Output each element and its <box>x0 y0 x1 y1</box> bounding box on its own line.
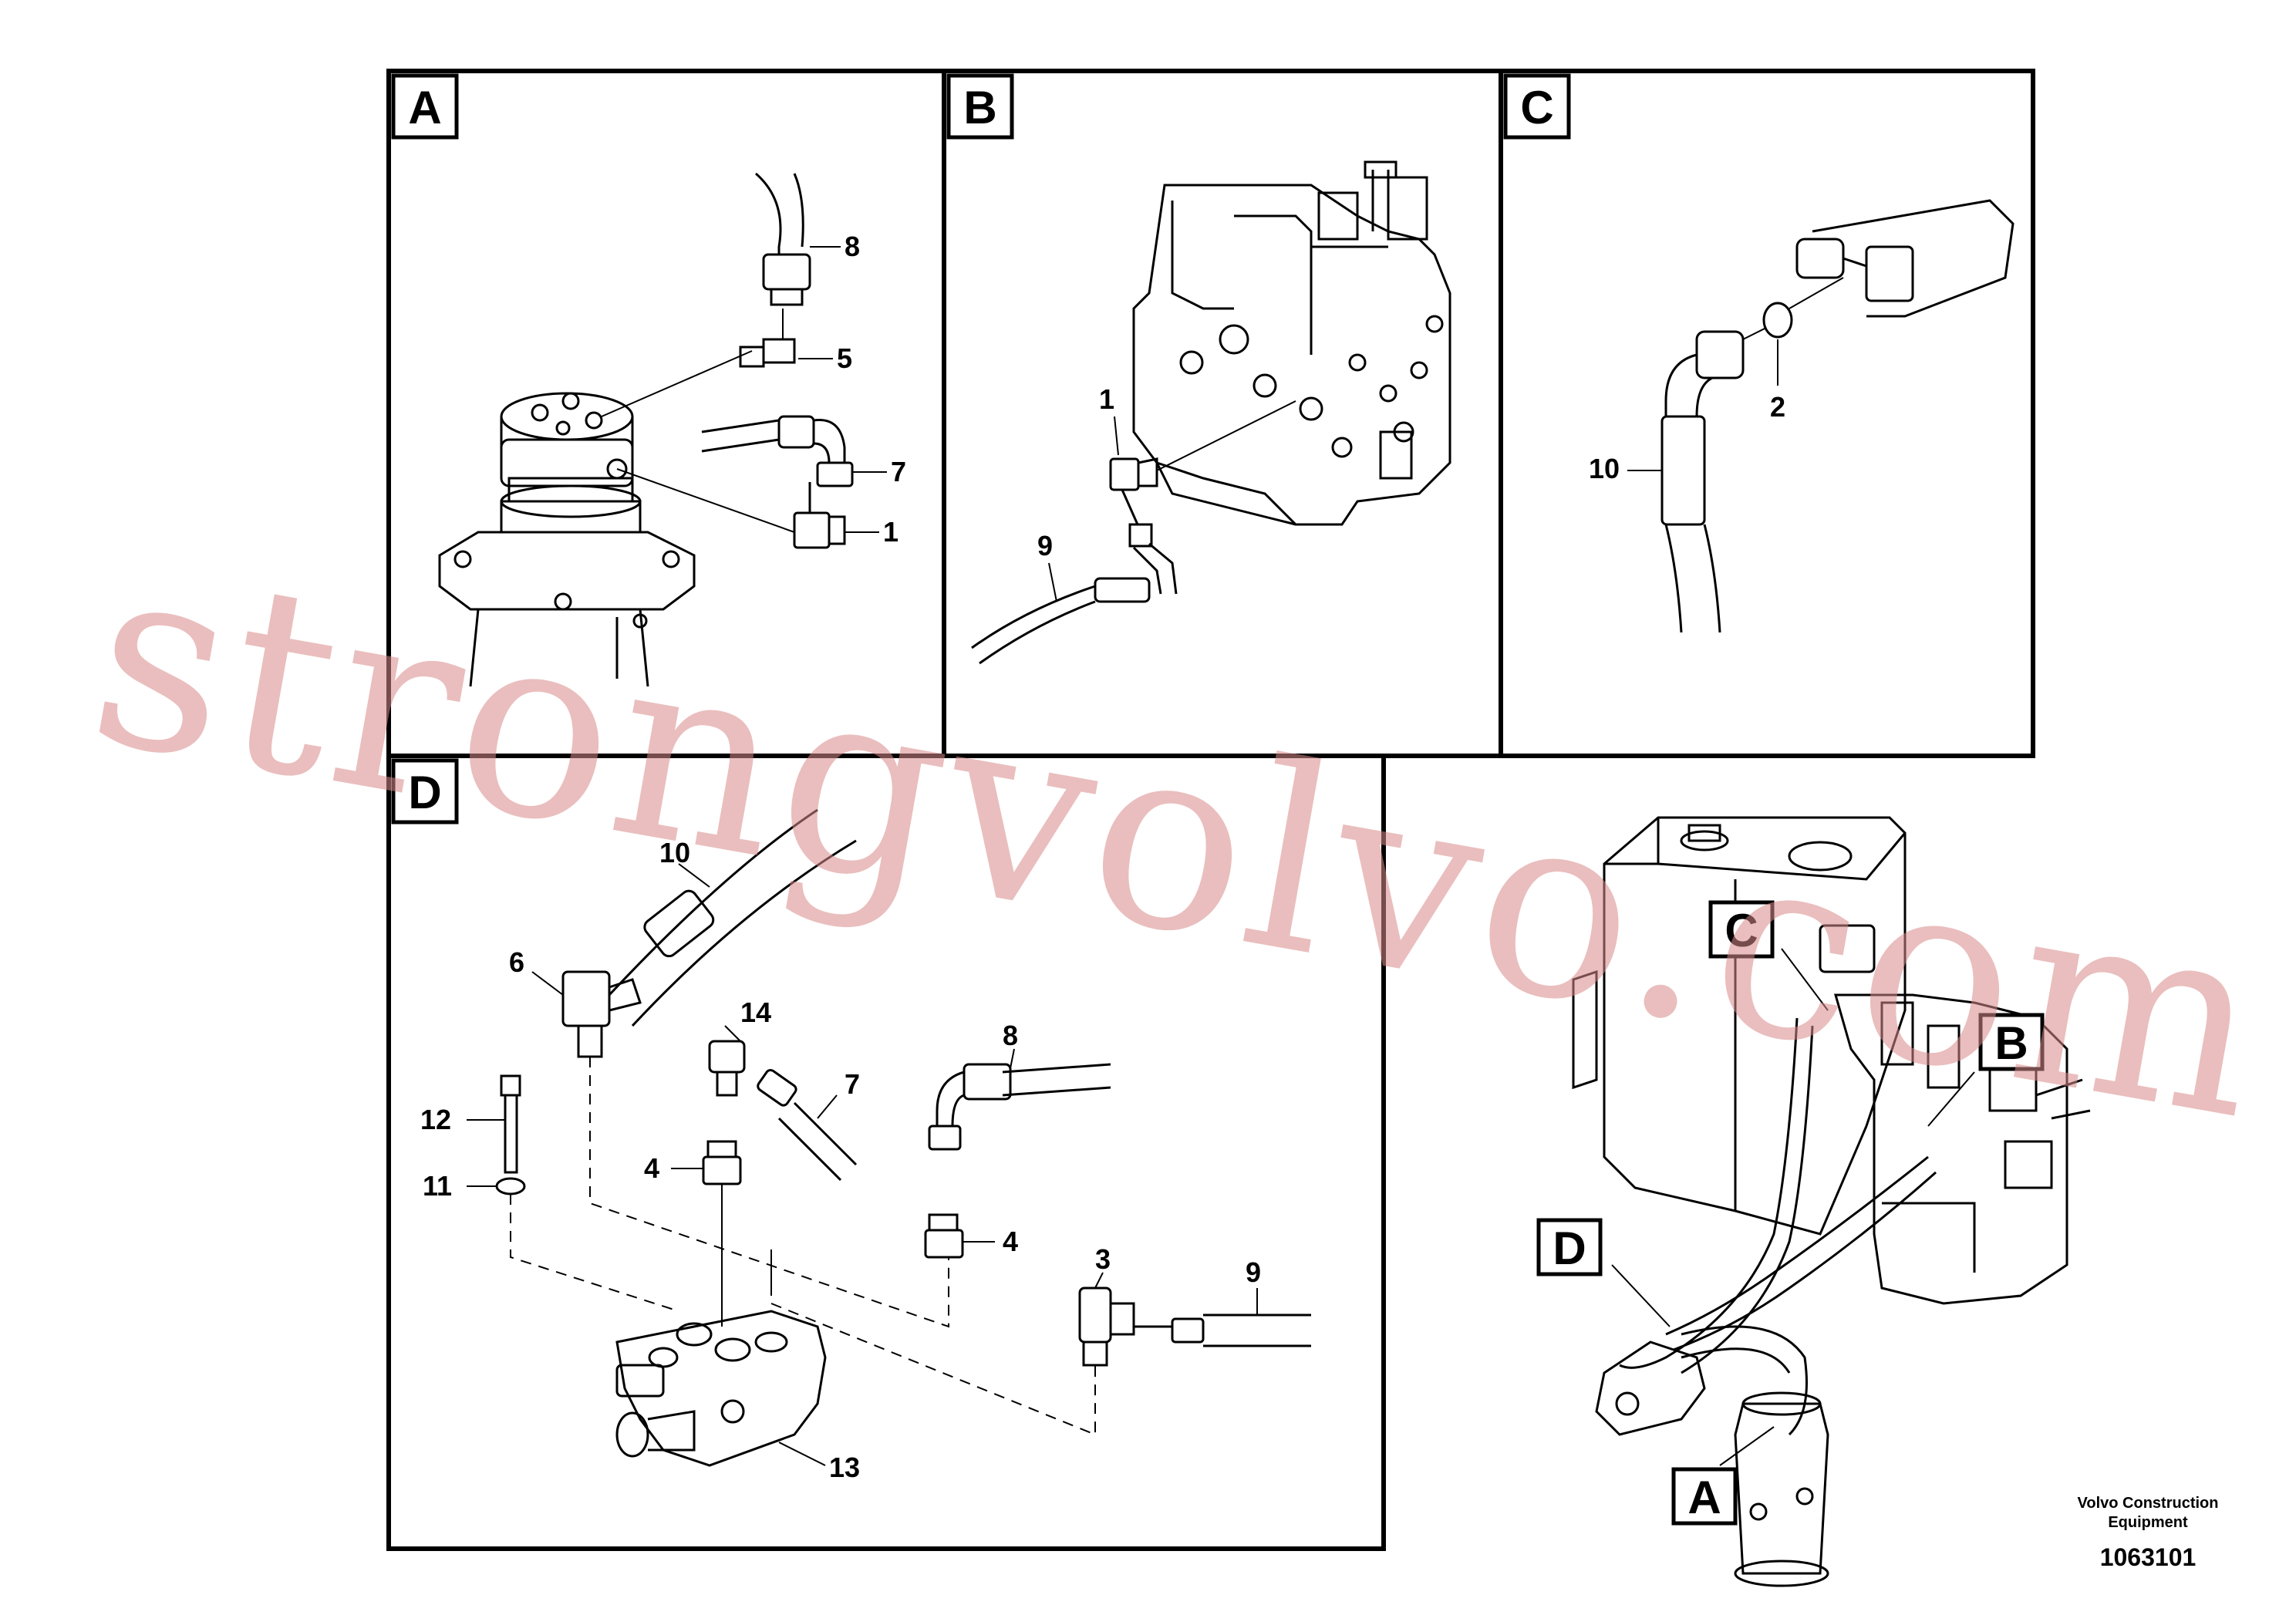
drawing-number: 1063101 <box>2100 1543 2197 1571</box>
callout-d-13: 13 <box>829 1452 860 1483</box>
panel-letter-A: A <box>391 73 459 140</box>
callout-d-10: 10 <box>659 837 690 868</box>
callout-b-9: 9 <box>1037 530 1053 561</box>
panel-c-drawing <box>1627 199 2014 633</box>
panel-letter-D: D <box>391 758 459 824</box>
panel-d-drawing <box>467 808 1311 1467</box>
overview-marker-C: C <box>1708 900 1775 959</box>
svg-text:D: D <box>408 767 441 818</box>
callout-c-2: 2 <box>1770 391 1785 423</box>
callout-d-4a: 4 <box>644 1152 659 1184</box>
overview-marker-B: B <box>1978 1013 2045 1071</box>
callout-d-7: 7 <box>845 1068 860 1100</box>
overview-marker-A: A <box>1671 1467 1738 1526</box>
svg-text:C: C <box>1520 82 1553 133</box>
svg-text:B: B <box>1994 1017 2028 1069</box>
callout-d-9: 9 <box>1246 1256 1261 1288</box>
callout-d-8: 8 <box>1003 1020 1018 1051</box>
callout-d-6: 6 <box>509 946 524 978</box>
svg-text:A: A <box>408 82 441 133</box>
callout-d-11: 11 <box>423 1170 452 1202</box>
callout-d-3: 3 <box>1095 1243 1111 1275</box>
callout-a-8: 8 <box>845 231 860 262</box>
callout-a-5: 5 <box>837 342 852 374</box>
brand-line-1: Volvo Construction <box>2078 1495 2219 1512</box>
callout-d-14: 14 <box>740 996 771 1028</box>
panel-frames <box>386 69 2035 1551</box>
svg-text:D: D <box>1553 1222 1586 1274</box>
panel-a-drawing <box>438 172 887 687</box>
callout-b-1: 1 <box>1099 383 1114 415</box>
panel-letter-B: B <box>946 73 1014 140</box>
callout-a-7: 7 <box>891 456 906 487</box>
svg-text:C: C <box>1725 905 1758 956</box>
overview-drawing <box>1572 816 2091 1587</box>
svg-text:B: B <box>963 82 996 133</box>
callout-d-12: 12 <box>420 1104 451 1135</box>
panel-b-drawing <box>971 160 1451 665</box>
svg-text:A: A <box>1687 1472 1721 1523</box>
callout-a-1: 1 <box>883 516 899 548</box>
callout-c-10: 10 <box>1589 453 1620 484</box>
callout-d-4b: 4 <box>1003 1226 1018 1257</box>
watermark-text: strongvolvo.com <box>73 504 2282 1176</box>
overview-marker-D: D <box>1536 1218 1603 1276</box>
panel-letter-C: C <box>1503 73 1571 140</box>
brand-line-2: Equipment <box>2108 1514 2188 1531</box>
